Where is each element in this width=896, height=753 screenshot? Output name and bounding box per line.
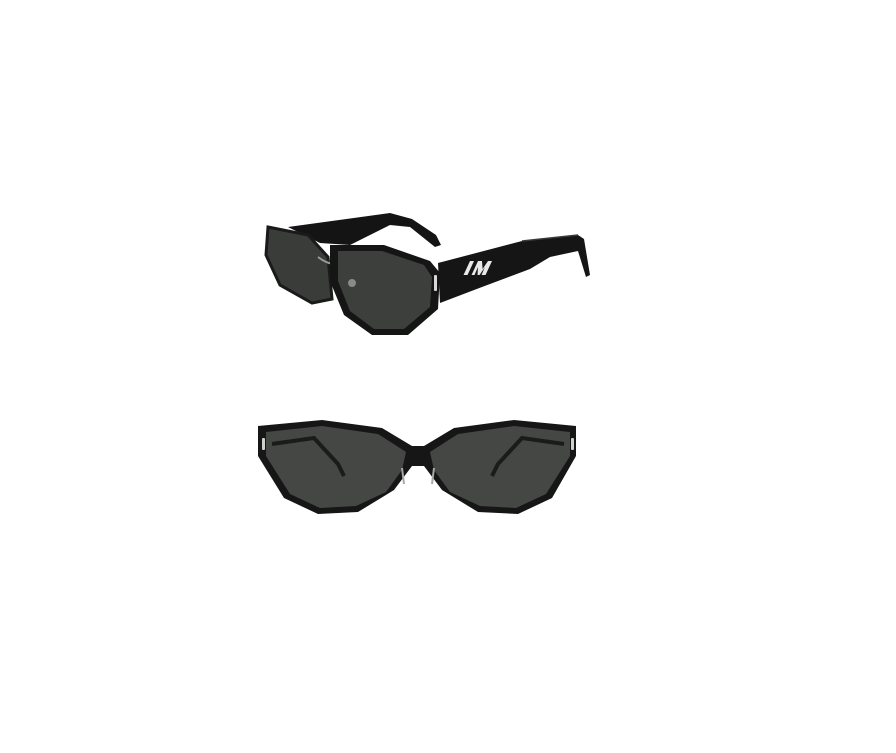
hinge-accent [434, 275, 437, 291]
far-lens [264, 225, 334, 305]
arm-highlight [521, 234, 579, 242]
sunglasses-front-graphic [258, 420, 576, 514]
right-inner-arm [490, 435, 565, 477]
right-lens [430, 426, 570, 508]
near-temple-arm [438, 235, 590, 303]
front-bridge [401, 467, 435, 485]
left-inner-arm [271, 435, 346, 477]
sunglasses-angled-view [260, 205, 600, 345]
nose-pad [348, 279, 356, 287]
far-temple-arm [288, 213, 441, 247]
left-hinge-accent [262, 438, 265, 450]
near-lens [338, 251, 432, 329]
sunglasses-angled-graphic [264, 213, 590, 335]
brand-logo [463, 261, 492, 275]
left-lens [266, 426, 406, 508]
right-hinge-accent [571, 438, 574, 450]
sunglasses-front-view [252, 412, 584, 522]
